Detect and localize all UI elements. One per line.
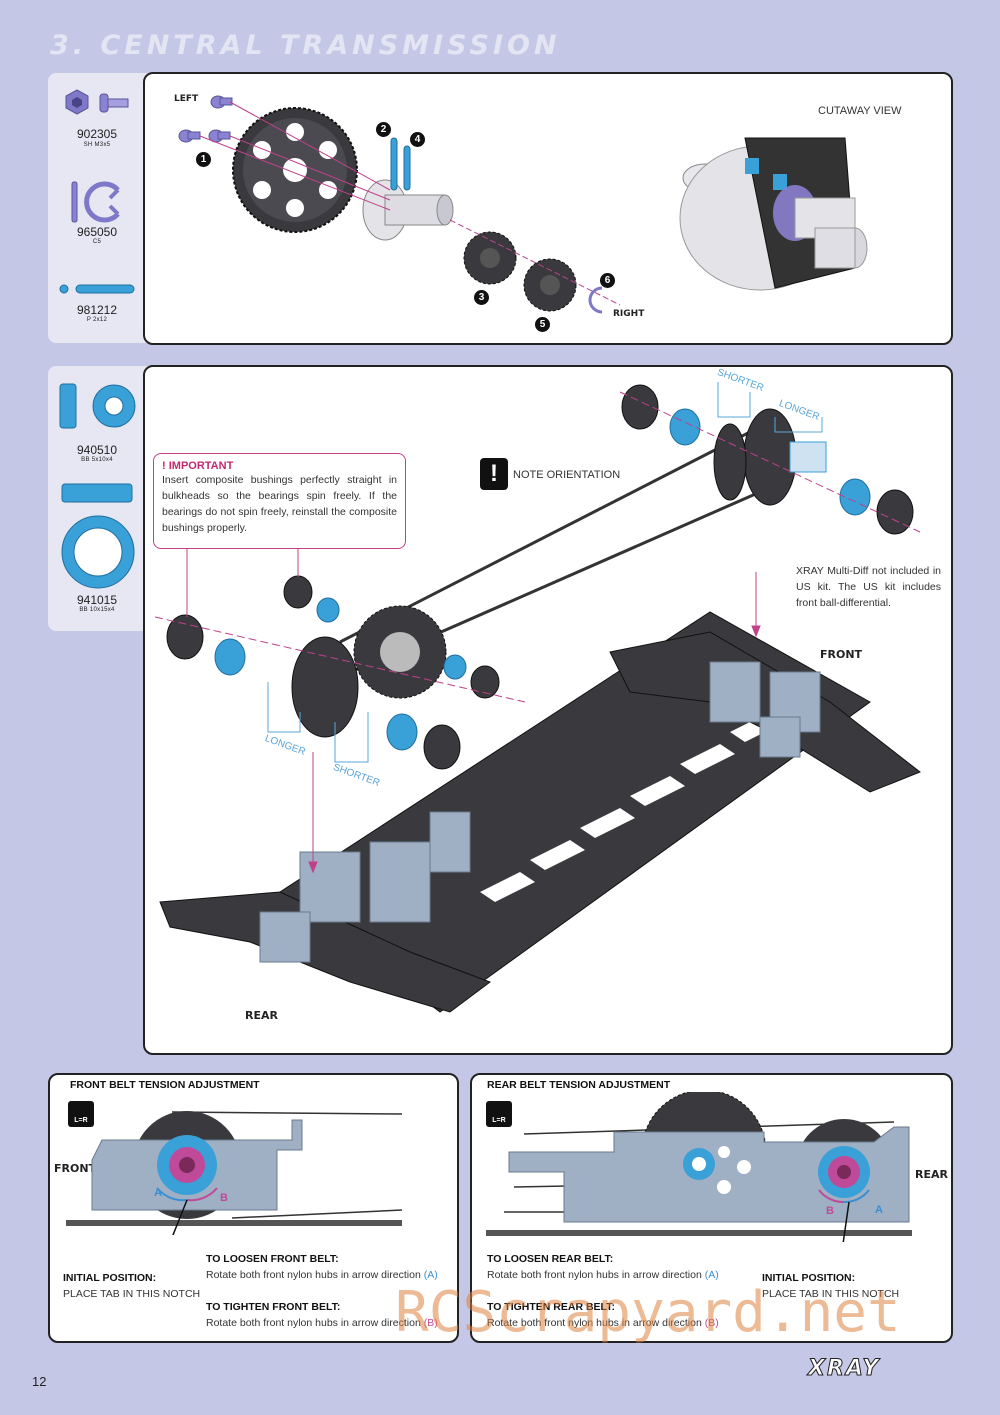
lr-badge-icon: L=R: [486, 1101, 512, 1127]
xray-logo: XRAY: [807, 1356, 881, 1382]
multi-diff-note: XRAY Multi-Diff not included in US kit. …: [796, 565, 941, 609]
part-desc: SH M3x5: [83, 142, 111, 148]
step-number: 6: [600, 273, 615, 288]
cutaway-label: CUTAWAY VIEW: [818, 105, 902, 117]
screw-icon: [65, 89, 129, 115]
rear-tighten-title: TO TIGHTEN REAR BELT:: [487, 1301, 615, 1313]
rear-loosen-text: Rotate both front nylon hubs in arrow di…: [487, 1269, 719, 1281]
parts-column-top: [48, 73, 148, 343]
page-number: 12: [32, 1374, 47, 1389]
part-number: 902305: [76, 127, 118, 141]
important-text: Insert composite bushings perfectly stra…: [162, 474, 397, 534]
front-initial-title: INITIAL POSITION:: [63, 1272, 157, 1284]
bearing-icon: [61, 483, 135, 589]
important-notice: ! IMPORTANT Insert composite bushings pe…: [153, 453, 406, 549]
rear-loosen-title: TO LOOSEN REAR BELT:: [487, 1253, 614, 1265]
rear-side-label: REAR: [915, 1168, 948, 1181]
part-desc: C5: [92, 239, 102, 245]
part-desc: BB 10x15x4: [79, 607, 115, 613]
step-number: 1: [196, 152, 211, 167]
arrow-a-label: A: [154, 1187, 162, 1199]
front-tighten-text: Rotate both front nylon hubs in arrow di…: [206, 1317, 438, 1329]
step-number: 5: [535, 317, 550, 332]
step-number: 2: [376, 122, 391, 137]
right-label: RIGHT: [613, 309, 645, 319]
exclamation-icon: !: [480, 458, 508, 490]
left-label: LEFT: [174, 94, 199, 104]
part-desc: P 2x12: [86, 317, 108, 323]
front-label: FRONT: [820, 648, 863, 661]
bearing-icon: [59, 383, 136, 429]
rear-label: REAR: [245, 1009, 278, 1022]
part-number: 940510: [76, 443, 118, 457]
front-side-label: FRONT: [54, 1162, 97, 1175]
step-number: 3: [474, 290, 489, 305]
rear-initial-title: INITIAL POSITION:: [762, 1272, 856, 1284]
e-clip-icon: [71, 181, 120, 223]
front-tighten-title: TO TIGHTEN FRONT BELT:: [206, 1301, 341, 1313]
important-title: ! IMPORTANT: [162, 460, 234, 472]
part-number: 965050: [76, 225, 118, 239]
front-loosen-text: Rotate both front nylon hubs in arrow di…: [206, 1269, 438, 1281]
front-initial-text: PLACE TAB IN THIS NOTCH: [63, 1288, 201, 1300]
arrow-a-label: A: [875, 1204, 883, 1216]
part-desc: BB 5x10x4: [81, 457, 113, 463]
rear-belt-diagram: [486, 1092, 912, 1242]
arrow-b-label: B: [826, 1205, 834, 1217]
part-number: 981212: [76, 303, 118, 317]
front-belt-diagram: [66, 1111, 403, 1235]
chassis-assembly-diagram: [154, 382, 921, 1013]
rear-belt-title: REAR BELT TENSION ADJUSTMENT: [487, 1079, 671, 1091]
note-orientation-label: NOTE ORIENTATION: [513, 469, 621, 481]
step-number: 4: [410, 132, 425, 147]
watermark: RCScrapyard.net: [395, 1280, 901, 1345]
pin-icon: [59, 284, 135, 294]
front-loosen-title: TO LOOSEN FRONT BELT:: [206, 1253, 339, 1265]
rear-tighten-text: Rotate both front nylon hubs in arrow di…: [487, 1317, 719, 1329]
cutaway-diagram: [679, 137, 868, 291]
differential-exploded-diagram: [178, 95, 621, 314]
page-title: 3. CENTRAL TRANSMISSION: [50, 30, 561, 61]
arrow-b-label: B: [220, 1192, 228, 1204]
front-belt-title: FRONT BELT TENSION ADJUSTMENT: [70, 1079, 260, 1091]
rear-initial-text: PLACE TAB IN THIS NOTCH: [762, 1288, 900, 1300]
part-number: 941015: [76, 593, 118, 607]
lr-badge-icon: L=R: [68, 1101, 94, 1127]
